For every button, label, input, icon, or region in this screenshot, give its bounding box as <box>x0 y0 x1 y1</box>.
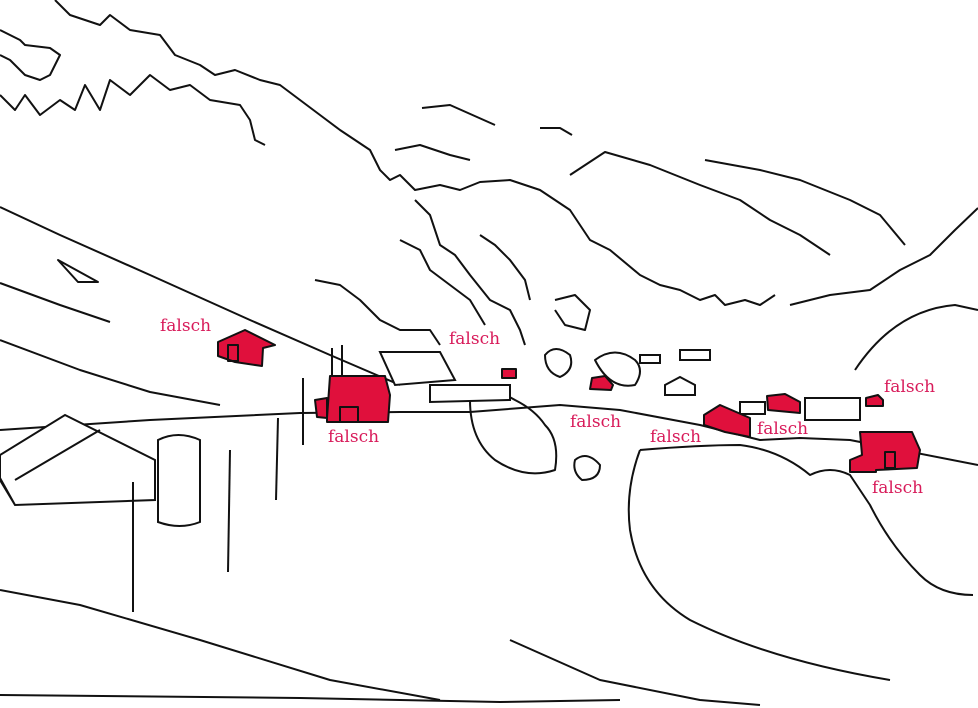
field-line <box>0 694 621 703</box>
house-wrong-4 <box>589 375 614 391</box>
house-wrong-1 <box>217 329 276 367</box>
barn <box>0 413 156 507</box>
ridge-2 <box>569 151 831 256</box>
falsch-label-8: falsch <box>872 478 924 498</box>
falsch-label-1: falsch <box>160 316 212 336</box>
falsch-label-7: falsch <box>884 377 936 397</box>
field-line <box>509 639 761 706</box>
rock-patch <box>57 259 99 283</box>
ridge-7 <box>540 127 573 136</box>
hill-slope-1 <box>0 206 401 386</box>
cliff-line <box>0 74 266 146</box>
forest-edge-5 <box>554 294 591 331</box>
ridge-6 <box>421 104 496 126</box>
house-wrong-2 <box>314 375 391 423</box>
fence-post <box>275 417 279 501</box>
ridge-4 <box>789 207 978 306</box>
ridge-3 <box>704 159 906 246</box>
house-wrong-5 <box>703 404 751 438</box>
building <box>378 349 861 421</box>
falsch-label-5: falsch <box>650 427 702 447</box>
house-wrong-8 <box>849 431 921 473</box>
mountain-ridge <box>54 0 776 306</box>
hill-slope-3 <box>0 339 221 406</box>
falsch-label-2: falsch <box>328 427 380 447</box>
ridge-5 <box>394 144 471 161</box>
fence-post <box>227 449 231 573</box>
forest-edge-1 <box>414 199 526 346</box>
falsch-label-6: falsch <box>757 419 809 439</box>
falsch-label-3: falsch <box>449 329 501 349</box>
house-wrong-3 <box>501 368 517 379</box>
tree-cluster <box>469 348 641 481</box>
house-wrong-7 <box>865 394 884 407</box>
field-line <box>0 589 441 701</box>
hill-slope-2 <box>0 282 111 323</box>
falsch-label-4: falsch <box>570 412 622 432</box>
road <box>0 404 978 466</box>
silo <box>157 434 201 527</box>
forest-right <box>627 304 978 681</box>
forest-edge-3 <box>479 234 531 301</box>
forest-edge-4 <box>314 279 441 346</box>
forest-edge-2 <box>399 239 486 326</box>
mountain-ridge-left <box>0 29 61 81</box>
house-wrong-6 <box>766 393 801 414</box>
